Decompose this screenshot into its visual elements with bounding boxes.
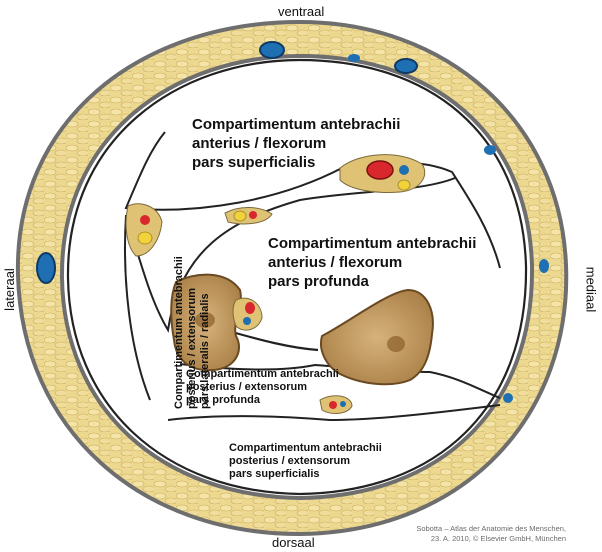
label-anterior-superficial-line: Compartimentum antebrachii [192, 116, 401, 133]
label-anterior-superficial-line: pars superficialis [192, 154, 316, 171]
septum-posterior-superficial [167, 404, 501, 422]
subcutaneous-fat-ring [15, 19, 569, 537]
source-credit: Sobotta – Atlas der Anatomie des Mensche… [416, 524, 566, 544]
septum-lateral [124, 214, 151, 401]
septum-anterior [124, 131, 501, 269]
label-anterior-deep-line: Compartimentum antebrachii [268, 235, 477, 252]
ulna-marrow [387, 336, 405, 352]
label-anterior-deep-line: anterius / flexorum [268, 254, 403, 271]
source-credit-line: 23. A. 2010, © Elsevier GmbH, München [430, 534, 566, 543]
label-dorsal: dorsaal [272, 535, 315, 550]
neurovascular-bundle-radial [125, 203, 163, 257]
label-anterior-superficial: Compartimentum antebrachii anterius / fl… [192, 115, 400, 172]
source-credit-line: Sobotta – Atlas der Anatomie des Mensche… [416, 524, 566, 533]
label-posterior-lateral-line: Compartimentum antebrachii [173, 256, 185, 409]
vein-median [259, 41, 285, 59]
label-anterior-superficial-line: anterius / flexorum [192, 135, 327, 152]
vein-small-2 [484, 145, 496, 155]
label-posterior-superficial-line: pars superficialis [229, 468, 320, 480]
label-ventral: ventraal [278, 4, 325, 19]
neurovascular-bundle-anterior-interosseous [232, 297, 263, 331]
ulna-bone [320, 288, 434, 386]
label-posterior-deep-line: posterius / extensorum [186, 381, 308, 393]
neurovascular-bundle-posterior-interosseous [319, 395, 353, 414]
label-posterior-superficial-line: Compartimentum antebrachii [229, 442, 382, 454]
radius-marrow [195, 312, 215, 328]
neurovascular-bundle-median [224, 207, 273, 225]
label-posterior-deep-line: Compartimentum antebrachii [186, 368, 339, 380]
label-lateral: lateraal [1, 268, 17, 311]
vein-basilic [394, 58, 418, 74]
label-posterior-superficial: Compartimentum antebrachii posterius / e… [229, 442, 382, 481]
label-posterior-deep-line: pars profunda [186, 394, 260, 406]
label-anterior-deep: Compartimentum antebrachii anterius / fl… [268, 234, 476, 291]
label-anterior-deep-line: pars profunda [268, 273, 369, 290]
vein-cephalic [36, 252, 56, 284]
vein-small-4 [503, 393, 513, 403]
neurovascular-bundle-ulnar [339, 154, 426, 193]
vein-small-3 [539, 259, 549, 273]
label-posterior-superficial-line: posterius / extensorum [229, 455, 351, 467]
label-medial: mediaal [583, 266, 599, 313]
label-posterior-deep: Compartimentum antebrachii posterius / e… [186, 368, 339, 407]
vein-small-1 [348, 54, 360, 62]
